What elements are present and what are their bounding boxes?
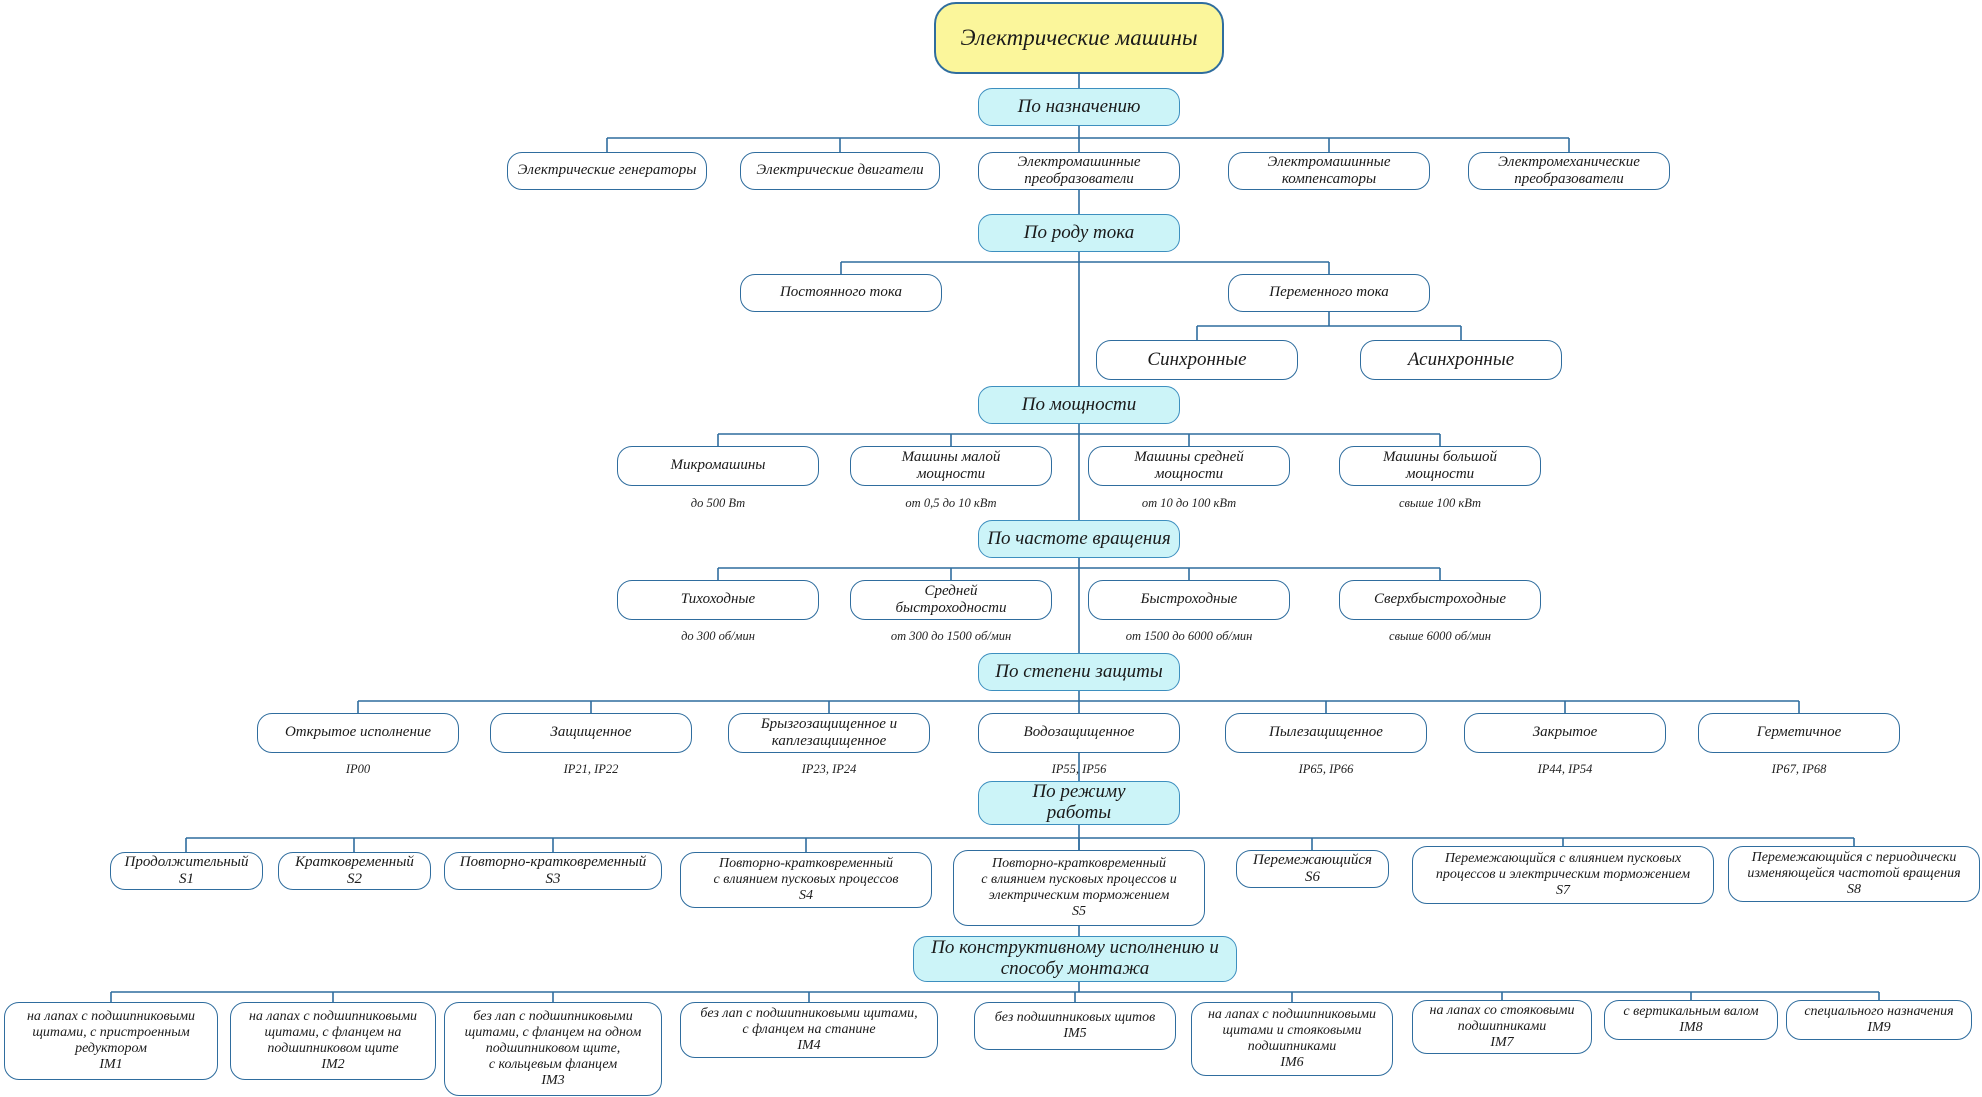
speed-note-ultra: свыше 6000 об/мин <box>1389 629 1491 643</box>
protection-note-closed: IP44, IP54 <box>1537 762 1593 776</box>
mounting-item-im4: без лап с подшипниковыми щитами, с фланц… <box>680 1002 938 1058</box>
mounting-item-im9: специального назначения IM9 <box>1786 1000 1972 1040</box>
category-protection: По степени защиты <box>978 653 1180 691</box>
category-power: По мощности <box>978 386 1180 424</box>
purpose-item-converters: Электромашинные преобразователи <box>978 152 1180 190</box>
duty-item-s8: Перемежающийся с периодически изменяющей… <box>1728 846 1980 902</box>
protection-note-open: IP00 <box>345 762 371 776</box>
duty-item-s7: Перемежающийся с влиянием пусковых проце… <box>1412 846 1714 904</box>
speed-item-low: Тихоходные <box>617 580 819 620</box>
protection-item-open: Открытое исполнение <box>257 713 459 753</box>
power-item-medium: Машины средней мощности <box>1088 446 1290 486</box>
category-speed: По частоте вращения <box>978 520 1180 558</box>
root-node: Электрические машины <box>934 2 1224 74</box>
speed-note-medium: от 300 до 1500 об/мин <box>890 629 1012 643</box>
purpose-item-generators: Электрические генераторы <box>507 152 707 190</box>
power-item-low: Машины малой мощности <box>850 446 1052 486</box>
purpose-item-compensators: Электромашинные компенсаторы <box>1228 152 1430 190</box>
speed-item-ultra: Сверхбыстроходные <box>1339 580 1541 620</box>
protection-item-closed: Закрытое <box>1464 713 1666 753</box>
protection-item-waterproof: Водозащищенное <box>978 713 1180 753</box>
duty-item-s6: Перемежающийся S6 <box>1236 850 1389 888</box>
speed-note-high: от 1500 до 6000 об/мин <box>1125 629 1253 643</box>
power-item-micro: Микромашины <box>617 446 819 486</box>
purpose-item-motors: Электрические двигатели <box>740 152 940 190</box>
purpose-item-em-converters: Электромеханические преобразователи <box>1468 152 1670 190</box>
mounting-item-im3: без лап с подшипниковыми щитами, с фланц… <box>444 1002 662 1096</box>
protection-item-protected: Защищенное <box>490 713 692 753</box>
ac-item-synchronous: Синхронные <box>1096 340 1298 380</box>
power-note-medium: от 10 до 100 кВт <box>1141 496 1237 510</box>
protection-note-protected: IP21, IP22 <box>563 762 619 776</box>
duty-item-s3: Повторно-кратковременный S3 <box>444 852 662 890</box>
mounting-item-im2: на лапах с подшипниковыми щитами, с флан… <box>230 1002 436 1080</box>
category-duty: По режиму работы <box>978 781 1180 825</box>
power-note-low: от 0,5 до 10 кВт <box>905 496 997 510</box>
category-current: По роду тока <box>978 214 1180 252</box>
power-item-high: Машины большой мощности <box>1339 446 1541 486</box>
category-purpose: По назначению <box>978 88 1180 126</box>
mounting-item-im6: на лапах с подшипниковыми щитами и стояк… <box>1191 1002 1393 1076</box>
duty-item-s2: Кратковременный S2 <box>278 852 431 890</box>
protection-note-dustproof: IP65, IP66 <box>1298 762 1354 776</box>
protection-item-sealed: Герметичное <box>1698 713 1900 753</box>
current-item-ac: Переменного тока <box>1228 274 1430 312</box>
duty-item-s1: Продолжительный S1 <box>110 852 263 890</box>
mounting-item-im7: на лапах со стояковыми подшипниками IM7 <box>1412 1000 1592 1054</box>
protection-item-dustproof: Пылезащищенное <box>1225 713 1427 753</box>
protection-note-splashproof: IP23, IP24 <box>801 762 857 776</box>
category-mounting: По конструктивному исполнению и способу … <box>913 936 1237 982</box>
mounting-item-im5: без подшипниковых щитов IM5 <box>974 1002 1176 1050</box>
ac-item-asynchronous: Асинхронные <box>1360 340 1562 380</box>
speed-note-low: до 300 об/мин <box>681 629 755 643</box>
mounting-item-im1: на лапах с подшипниковыми щитами, с прис… <box>4 1002 218 1080</box>
speed-item-medium: Средней быстроходности <box>850 580 1052 620</box>
speed-item-high: Быстроходные <box>1088 580 1290 620</box>
protection-note-waterproof: IP55, IP56 <box>1051 762 1107 776</box>
power-note-high: свыше 100 кВт <box>1398 496 1482 510</box>
mounting-item-im8: с вертикальным валом IM8 <box>1604 1000 1778 1040</box>
power-note-micro: до 500 Вт <box>690 496 746 510</box>
protection-item-splashproof: Брызгозащищенное и каплезащищенное <box>728 713 930 753</box>
duty-item-s4: Повторно-кратковременный с влиянием пуск… <box>680 852 932 908</box>
protection-note-sealed: IP67, IP68 <box>1771 762 1827 776</box>
current-item-dc: Постоянного тока <box>740 274 942 312</box>
duty-item-s5: Повторно-кратковременный с влиянием пуск… <box>953 850 1205 926</box>
